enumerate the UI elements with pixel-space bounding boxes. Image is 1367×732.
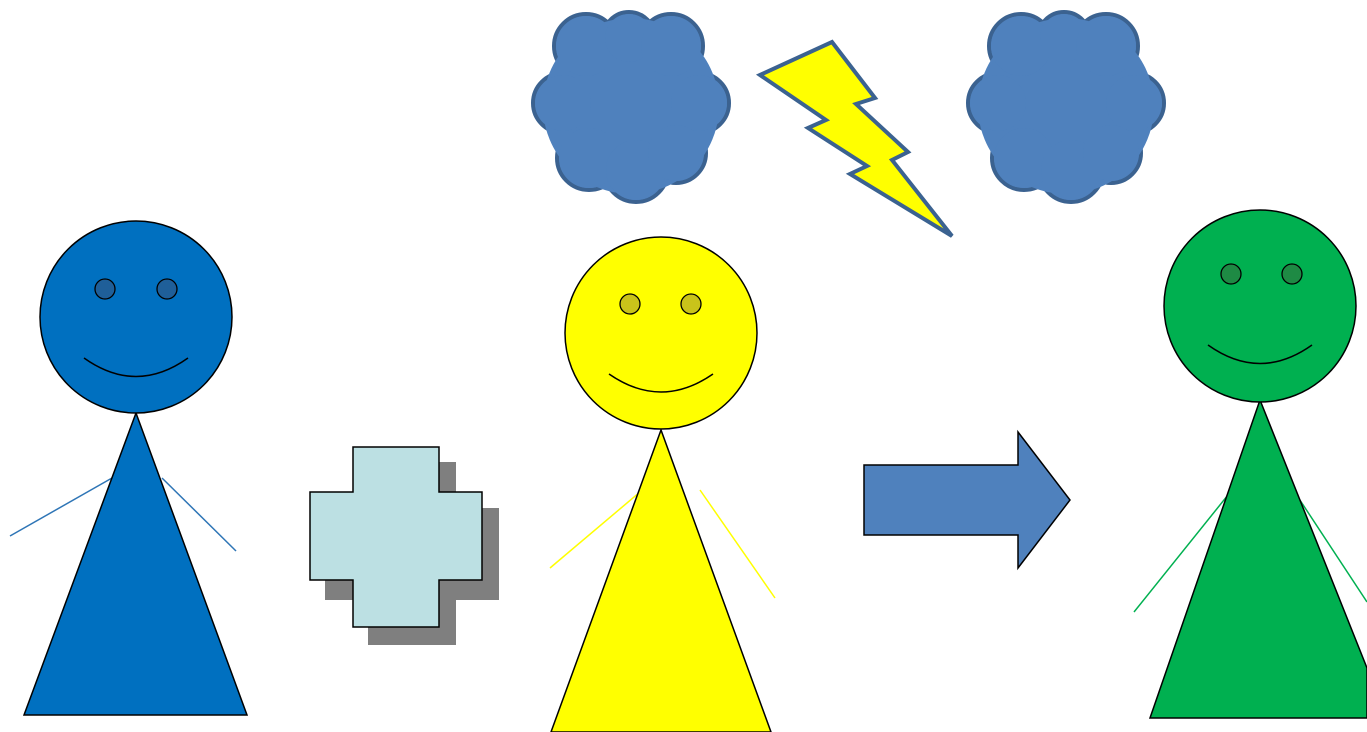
green-left-eye bbox=[1221, 264, 1241, 284]
yellow-stick-figure bbox=[550, 237, 775, 732]
yellow-left-eye bbox=[620, 294, 640, 314]
lightning-bolt-icon bbox=[760, 42, 952, 236]
yellow-head bbox=[565, 237, 757, 429]
green-head bbox=[1164, 210, 1356, 402]
yellow-body bbox=[551, 430, 771, 732]
blue-body bbox=[24, 413, 247, 715]
yellow-right-eye bbox=[681, 294, 701, 314]
blue-head bbox=[40, 221, 232, 413]
green-right-eye bbox=[1282, 264, 1302, 284]
cloud-icon-right bbox=[968, 12, 1164, 202]
plus-icon bbox=[310, 447, 499, 645]
right-arrow-icon bbox=[864, 432, 1070, 568]
blue-stick-figure bbox=[10, 221, 247, 715]
cloud-icon-left bbox=[533, 12, 729, 202]
blue-right-eye bbox=[157, 279, 177, 299]
blue-left-eye bbox=[95, 279, 115, 299]
green-body bbox=[1150, 400, 1367, 718]
green-stick-figure bbox=[1134, 210, 1367, 718]
